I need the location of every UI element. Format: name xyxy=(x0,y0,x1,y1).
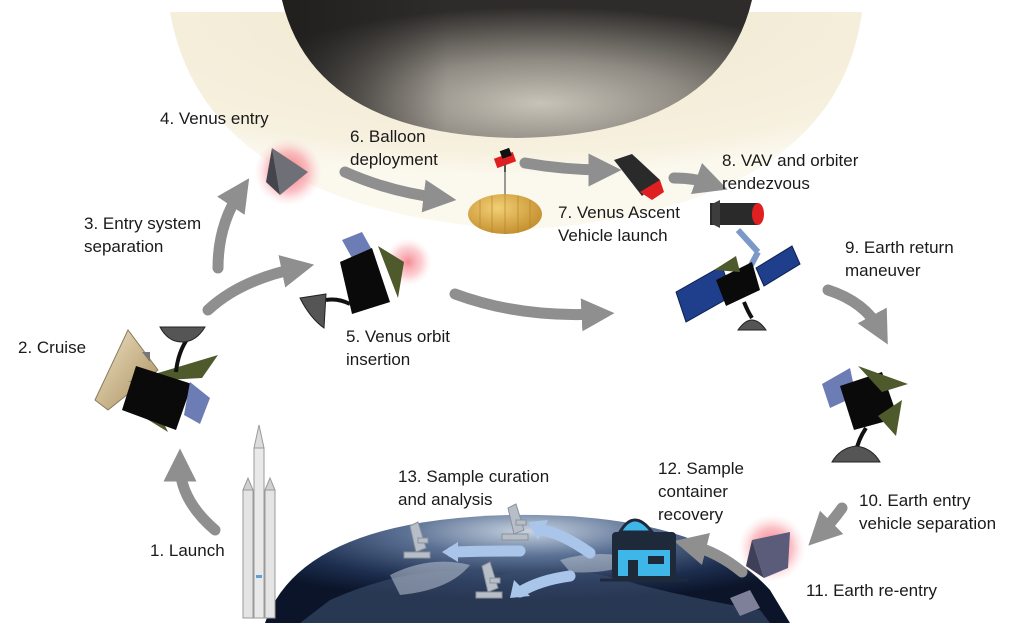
arrow-entry-to-balloon xyxy=(339,166,457,213)
label-launch: 1. Launch xyxy=(150,541,225,560)
orbit-insertion-spacecraft xyxy=(299,232,432,329)
ascent-launcher xyxy=(493,147,517,172)
arrow-return-maneuver xyxy=(822,284,888,345)
microscope-icon xyxy=(403,521,431,559)
venus-entry-capsule xyxy=(254,138,322,206)
flow-arrows xyxy=(163,153,888,578)
arrow-separation-to-entry xyxy=(212,178,250,274)
arrow-cruise-to-orbit xyxy=(202,255,315,316)
microscope-icon xyxy=(475,561,503,599)
label-venus-entry: 4. Venus entry xyxy=(160,109,269,128)
earth-return-spacecraft xyxy=(822,366,908,463)
launch-rocket xyxy=(242,424,276,619)
arrow-reentry-to-recovery xyxy=(673,532,748,578)
label-cruise: 2. Cruise xyxy=(18,338,87,357)
microscope-icon xyxy=(501,503,529,541)
arrow-balloon-to-vav xyxy=(519,153,622,187)
reentry-capsule-small xyxy=(730,590,760,616)
venus-ascent-vehicle xyxy=(614,154,664,200)
arrow-orbit-to-rendezvous xyxy=(449,288,615,332)
microscope-icons xyxy=(403,503,529,599)
arrow-vav-to-rendezvous xyxy=(668,162,728,195)
label-reentry: 11. Earth re-entry xyxy=(806,581,938,600)
arrow-to-entry-separation xyxy=(808,502,848,546)
arrow-launch-to-cruise xyxy=(163,448,221,536)
cruise-spacecraft xyxy=(94,326,218,432)
balloon xyxy=(468,170,542,234)
earth-entry-capsule xyxy=(738,514,806,582)
rendezvous-orbiter xyxy=(675,200,801,331)
recovery-facility-icon xyxy=(600,518,688,582)
